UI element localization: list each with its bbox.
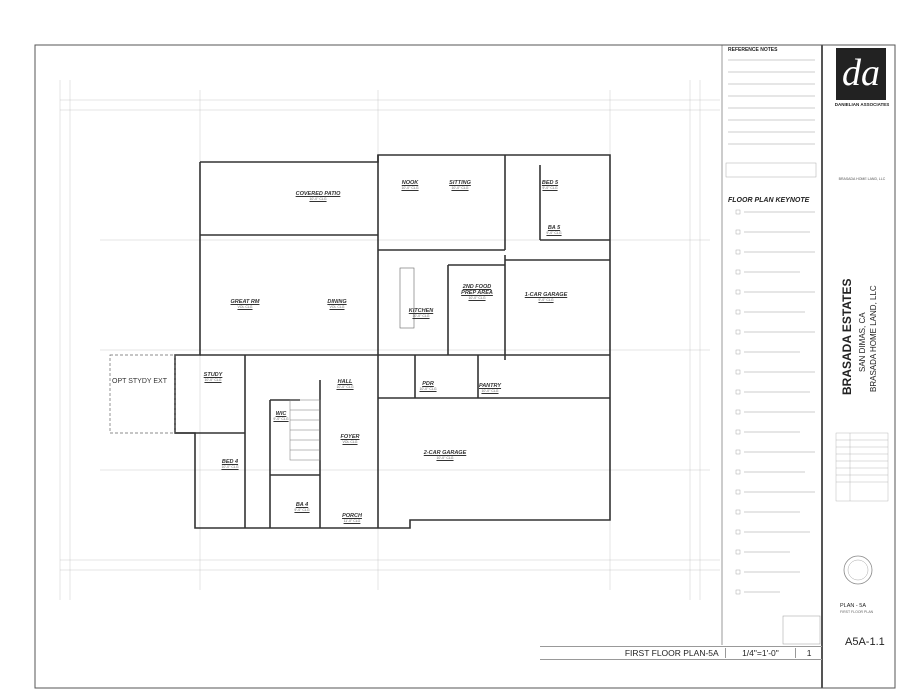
keynote-text-lines — [728, 59, 815, 593]
room-name: BA 5 — [547, 225, 561, 231]
architect-seal — [843, 555, 873, 585]
stairs — [289, 399, 321, 461]
room-name: GREAT RM — [230, 299, 260, 305]
reference-notes-heading: REFERENCE NOTES — [728, 47, 778, 53]
client-name: BRASADA HOME LAND, LLC — [838, 177, 886, 181]
walls — [174, 154, 611, 529]
room-ceiling: 10'-0" CLG — [419, 387, 437, 391]
room-name: COVERED PATIO — [295, 191, 341, 197]
room-name: PORCH — [342, 513, 362, 519]
stamp-box — [782, 615, 821, 645]
revision-table — [835, 432, 889, 502]
firm-logo — [836, 48, 886, 100]
room-ceiling: 11'-0" CLG — [343, 519, 361, 523]
room-ceiling: 10'-0" CLG — [401, 186, 419, 190]
room-name: FOYER — [340, 434, 360, 440]
plan-description: FIRST FLOOR PLAN — [840, 610, 874, 614]
drawing-title: FIRST FLOOR PLAN-5A — [540, 648, 726, 658]
room-ceiling: 9'-0" CLG — [538, 298, 554, 302]
sheet-border — [34, 44, 896, 689]
kitchen-counter — [399, 267, 415, 329]
room-name: NOOK — [401, 180, 419, 186]
room-name: 2-CAR GARAGE — [423, 450, 467, 456]
room-ceiling: 10'-0" CLG — [481, 389, 499, 393]
room-ceiling: 10'-0" CLG — [336, 385, 354, 389]
drawing-title-bar: FIRST FLOOR PLAN-5A 1/4"=1'-0" 1 — [540, 646, 822, 660]
room-name: BED 4 — [221, 459, 239, 465]
note-box — [725, 162, 817, 178]
room-name: STUDY — [203, 372, 223, 378]
room-name: 1-CAR GARAGE — [524, 292, 568, 298]
room-name: BA 4 — [295, 502, 309, 508]
room-ceiling: 10'-0" CLG — [221, 465, 239, 469]
room-ceiling: 10'-0" CLG — [451, 186, 469, 190]
optional-study-extension — [109, 354, 176, 434]
room-name: SITTING — [449, 180, 471, 186]
room-ceiling: 10'-0" CLG — [468, 296, 486, 300]
firm-logo-mark: da — [842, 52, 880, 94]
keynote-list — [735, 209, 741, 595]
project-location: SAN DIMAS, CA — [858, 312, 867, 372]
sheet-number: A5A-1.1 — [845, 636, 885, 648]
room-ceiling: 10'-0" CLG — [412, 314, 430, 318]
project-owner: BRASADA HOME LAND, LLC — [869, 285, 878, 392]
room-ceiling: 10'-0" CLG — [436, 456, 454, 460]
room-name: DINING — [327, 299, 347, 305]
room-ceiling: 9'-0" CLG — [546, 231, 562, 235]
room-name: HALL — [337, 379, 353, 385]
room-ceiling: 9'-0" CLG — [294, 508, 310, 512]
room-name: PANTRY — [478, 383, 502, 389]
room-ceiling: 9'-0" CLG — [273, 417, 289, 421]
dimension-lines — [59, 80, 720, 600]
room-name: BED 5 — [541, 180, 559, 186]
room-ceiling: 9'-0" CLG — [542, 186, 558, 190]
room-name: 2ND FOOD PREP AREA — [461, 284, 493, 296]
plan-name: PLAN - 5A — [840, 603, 866, 609]
keynote-heading: FLOOR PLAN KEYNOTE — [728, 197, 810, 204]
project-name: BRASADA ESTATES — [840, 278, 854, 395]
room-ceiling: VOL CLG — [329, 305, 345, 309]
drawing-scale: 1/4"=1'-0" — [726, 648, 797, 658]
room-ceiling: VOL CLG — [342, 440, 358, 444]
room-name: KITCHEN — [408, 308, 434, 314]
architect-seal-inner-ring — [847, 559, 869, 581]
option-label: OPT STYDY EXT — [112, 378, 167, 385]
room-name: PDR — [422, 381, 434, 387]
room-ceiling: 10'-0" CLG — [309, 197, 327, 201]
room-name: WIC — [275, 411, 287, 417]
room-ceiling: VOL CLG — [237, 305, 253, 309]
room-ceiling: 10'-0" CLG — [204, 378, 222, 382]
firm-name: DANIELIAN ASSOCIATES — [834, 102, 890, 107]
detail-number: 1 — [806, 648, 812, 658]
